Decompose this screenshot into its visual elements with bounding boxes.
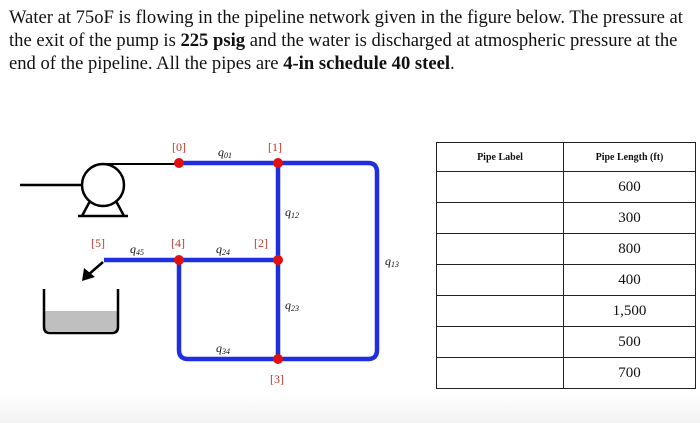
problem-text-2: and the water is discharged at atmospher… (9, 30, 678, 74)
pipe-label-cell (436, 357, 564, 389)
pipe-34 (176, 260, 278, 362)
table-row: 300 (436, 202, 696, 234)
header-pipe-length: Pipe Length (ft) (563, 142, 696, 172)
bottom-fade (0, 393, 700, 423)
node-0 (174, 158, 184, 168)
pipe-13 (278, 160, 380, 362)
flow-label-q13: q13 (385, 254, 399, 269)
flow-label-q24: q24 (216, 242, 230, 257)
table-row: 400 (436, 264, 696, 296)
table-row: 1,500 (436, 295, 696, 327)
node-label-4: [4] (171, 236, 185, 250)
node-4 (174, 255, 184, 265)
pipe-length-cell: 800 (563, 233, 696, 265)
pipes (104, 160, 380, 362)
node-3 (273, 354, 283, 364)
flow-label-q23: q23 (285, 298, 299, 313)
pipe-specification: 4-in schedule 40 steel (283, 53, 451, 74)
flow-label-q45: q45 (130, 242, 144, 257)
node-label-5: [5] (91, 236, 105, 250)
pipe-length-cell: 1,500 (563, 295, 696, 327)
pipe-length-cell: 600 (563, 171, 696, 203)
pipe-length-cell: 400 (563, 264, 696, 296)
node-label-3: [3] (270, 372, 284, 386)
node-label-2: [2] (254, 236, 268, 250)
pipe-label-cell (436, 326, 564, 358)
node-1 (273, 158, 283, 168)
nodes (174, 158, 283, 364)
discharge-arrow-icon (82, 261, 104, 281)
pipe-length-cell: 500 (563, 326, 696, 358)
node-2 (273, 255, 283, 265)
pipe-label-cell (436, 202, 564, 234)
pipe-length-cell: 300 (563, 202, 696, 234)
node-label-1: [1] (268, 140, 282, 154)
problem-text-3: . (450, 53, 455, 74)
node-label-0: [0] (172, 140, 186, 154)
pipe-label-cell (436, 295, 564, 327)
table-row: 500 (436, 326, 696, 358)
tank-icon (42, 289, 120, 335)
problem-text-1: Water at 75oF is flowing in the pipeline… (9, 7, 683, 51)
pipe-label-cell (436, 264, 564, 296)
flow-label-q34: q34 (216, 341, 230, 356)
pipe-length-table: Pipe Label Pipe Length (ft) 600 300 800 … (436, 142, 696, 389)
flow-label-q12: q12 (285, 205, 299, 220)
table-row: 700 (436, 357, 696, 389)
pump-pressure: 225 psig (180, 30, 246, 51)
header-pipe-label: Pipe Label (436, 142, 564, 172)
flow-label-q01: q01 (218, 145, 232, 160)
pipe-label-cell (436, 233, 564, 265)
pipe-label-cell (436, 171, 564, 203)
pump-icon (20, 162, 178, 218)
table-row: 800 (436, 233, 696, 265)
pipe-length-cell: 700 (563, 357, 696, 389)
table-header-row: Pipe Label Pipe Length (ft) (436, 142, 696, 172)
problem-statement: Water at 75oF is flowing in the pipeline… (9, 6, 693, 75)
table-row: 600 (436, 171, 696, 203)
